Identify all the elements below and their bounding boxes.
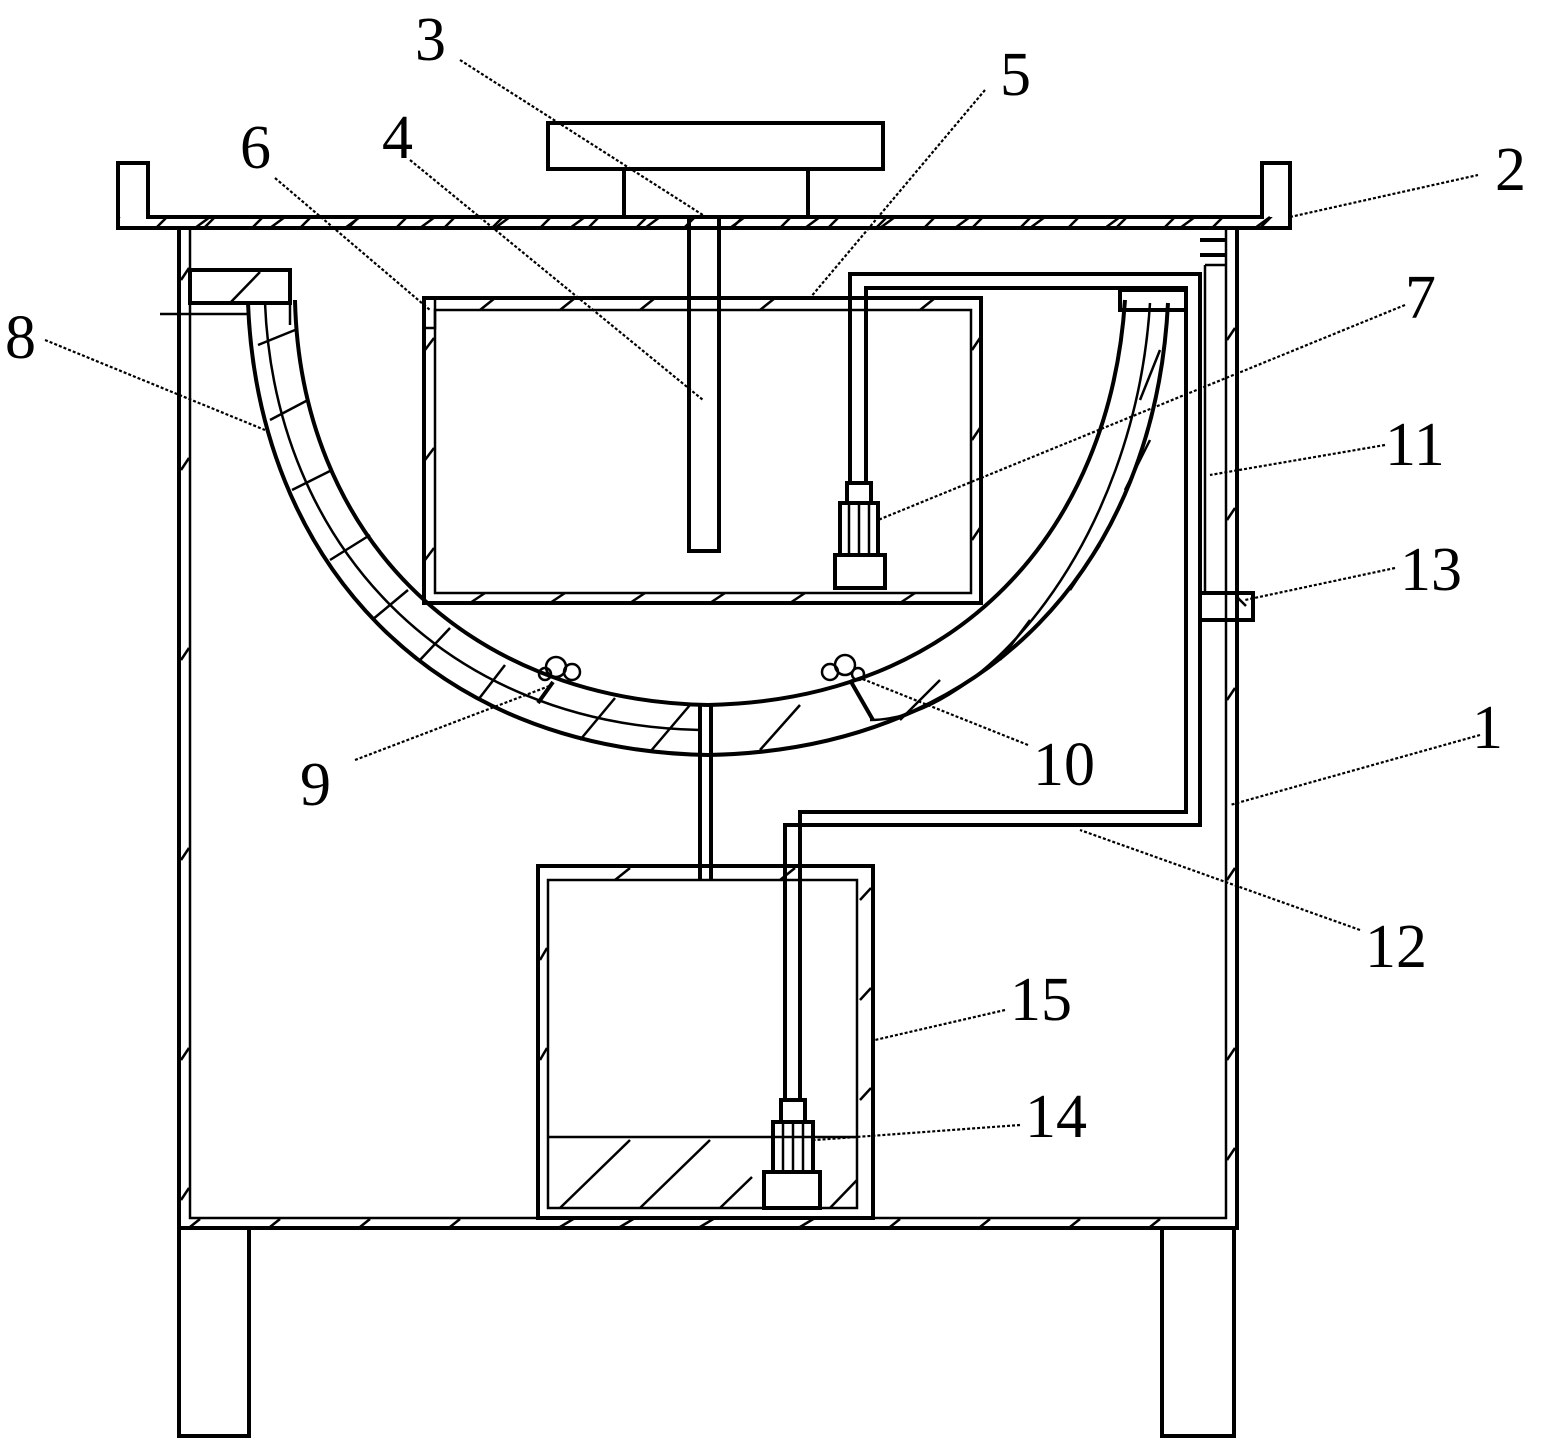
top-motor-housing bbox=[546, 121, 885, 171]
outlet-pipe bbox=[1200, 591, 1255, 622]
cabinet-outer bbox=[177, 226, 1239, 1230]
callout-12: 12 bbox=[1365, 913, 1427, 981]
callout-8: 8 bbox=[5, 304, 36, 372]
lower-tank-outer bbox=[536, 864, 875, 1220]
top-motor bbox=[546, 121, 885, 217]
upper-box bbox=[422, 296, 983, 605]
basin-hatch bbox=[257, 328, 1162, 753]
callout-10: 10 bbox=[1033, 731, 1095, 799]
right-leg bbox=[1160, 1226, 1236, 1438]
upper-pump bbox=[833, 481, 887, 590]
stirring-shaft bbox=[687, 215, 721, 553]
basin-right-bracket bbox=[1118, 288, 1188, 312]
callout-4: 4 bbox=[382, 104, 413, 172]
drain-pipe bbox=[698, 705, 713, 880]
upper-box-lid-left bbox=[422, 296, 437, 330]
basin-outer bbox=[246, 302, 1170, 758]
basin-inner bbox=[293, 299, 1127, 708]
callout-5: 5 bbox=[1000, 41, 1031, 109]
callout-15: 15 bbox=[1010, 966, 1072, 1034]
lower-tank bbox=[536, 864, 875, 1229]
floor-hatch bbox=[189, 1218, 1161, 1228]
callout-13: 13 bbox=[1400, 536, 1462, 604]
callout-labels: 1 2 3 4 5 6 7 8 9 10 11 12 13 14 15 bbox=[5, 6, 1526, 1151]
callout-6: 6 bbox=[240, 114, 271, 182]
lower-pump bbox=[762, 1098, 822, 1210]
left-wall-hatch bbox=[179, 267, 191, 1201]
callout-14: 14 bbox=[1025, 1083, 1087, 1151]
basin bbox=[160, 268, 1188, 758]
top-cover bbox=[116, 161, 1292, 230]
nozzle-left bbox=[536, 655, 582, 705]
basin-left-bracket bbox=[188, 268, 292, 305]
callout-11: 11 bbox=[1385, 411, 1445, 479]
leader-lines bbox=[44, 59, 1481, 1142]
right-vertical-pipe bbox=[1200, 238, 1226, 593]
lower-tank-inner bbox=[546, 878, 859, 1210]
upper-box-hatch bbox=[424, 297, 982, 605]
lower-pump-base bbox=[762, 1170, 822, 1210]
upper-box-inner bbox=[433, 308, 973, 595]
right-wall-hatch bbox=[1225, 327, 1237, 1161]
legs bbox=[177, 1226, 1236, 1438]
callout-3: 3 bbox=[415, 6, 446, 74]
lower-tank-hatch bbox=[538, 867, 872, 1229]
callout-7: 7 bbox=[1405, 264, 1436, 332]
cabinet-body bbox=[177, 226, 1239, 1230]
left-leg bbox=[177, 1226, 251, 1438]
upper-pipe bbox=[783, 272, 1202, 1100]
upper-pump-base bbox=[833, 553, 887, 590]
upper-box-outer bbox=[422, 296, 983, 605]
callout-9: 9 bbox=[300, 751, 331, 819]
upper-pump-neck bbox=[845, 481, 873, 505]
top-cover-hatch bbox=[194, 215, 1271, 230]
lower-pump-neck bbox=[779, 1098, 807, 1124]
cabinet-inner bbox=[188, 226, 1228, 1220]
nozzle-right bbox=[820, 653, 875, 721]
basin-mid bbox=[263, 302, 701, 732]
callout-1: 1 bbox=[1472, 694, 1503, 762]
callout-2: 2 bbox=[1495, 136, 1526, 204]
top-cover-plate-fill bbox=[118, 217, 1290, 228]
